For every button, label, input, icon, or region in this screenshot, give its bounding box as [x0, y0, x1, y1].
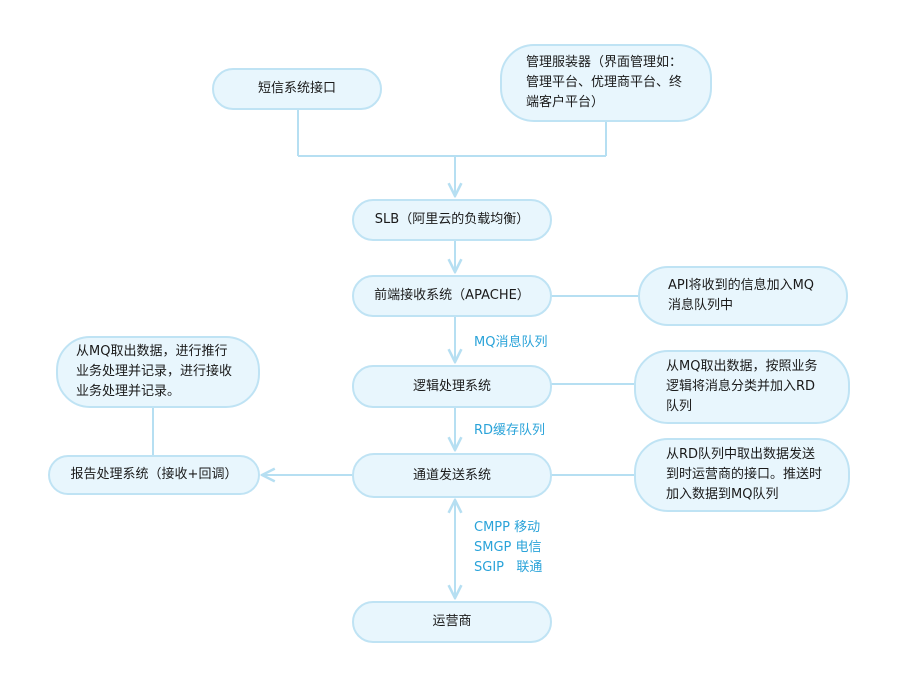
- channel-note: 从RD队列中取出数据发送 到时运营商的接口。推送时 加入数据到MQ队列: [634, 438, 850, 512]
- channel-sending-node: 通道发送系统: [352, 453, 552, 498]
- report-note: 从MQ取出数据，进行推行 业务处理并记录，进行接收 业务处理并记录。: [56, 336, 260, 408]
- edge-label-smgp: SMGP 电信: [474, 540, 542, 555]
- logic-processing-node: 逻辑处理系统: [352, 365, 552, 408]
- management-server-node: 管理服装器（界面管理如： 管理平台、优理商平台、终 端客户平台）: [500, 44, 712, 122]
- carrier-node: 运营商: [352, 601, 552, 643]
- edge-label-mq-queue: MQ消息队列: [474, 335, 548, 350]
- report-processing-node: 报告处理系统（接收+回调）: [48, 455, 260, 495]
- sms-interface-node: 短信系统接口: [212, 68, 382, 110]
- api-queue-note: API将收到的信息加入MQ 消息队列中: [638, 266, 848, 326]
- edge-label-sgip: SGIP 联通: [474, 560, 543, 575]
- frontend-receiver-node: 前端接收系统（APACHE）: [352, 275, 552, 317]
- logic-note: 从MQ取出数据，按照业务 逻辑将消息分类并加入RD 队列: [634, 350, 850, 424]
- slb-node: SLB（阿里云的负载均衡）: [352, 199, 552, 241]
- edge-label-cmpp: CMPP 移动: [474, 520, 541, 535]
- edge-label-rd-queue: RD缓存队列: [474, 423, 546, 438]
